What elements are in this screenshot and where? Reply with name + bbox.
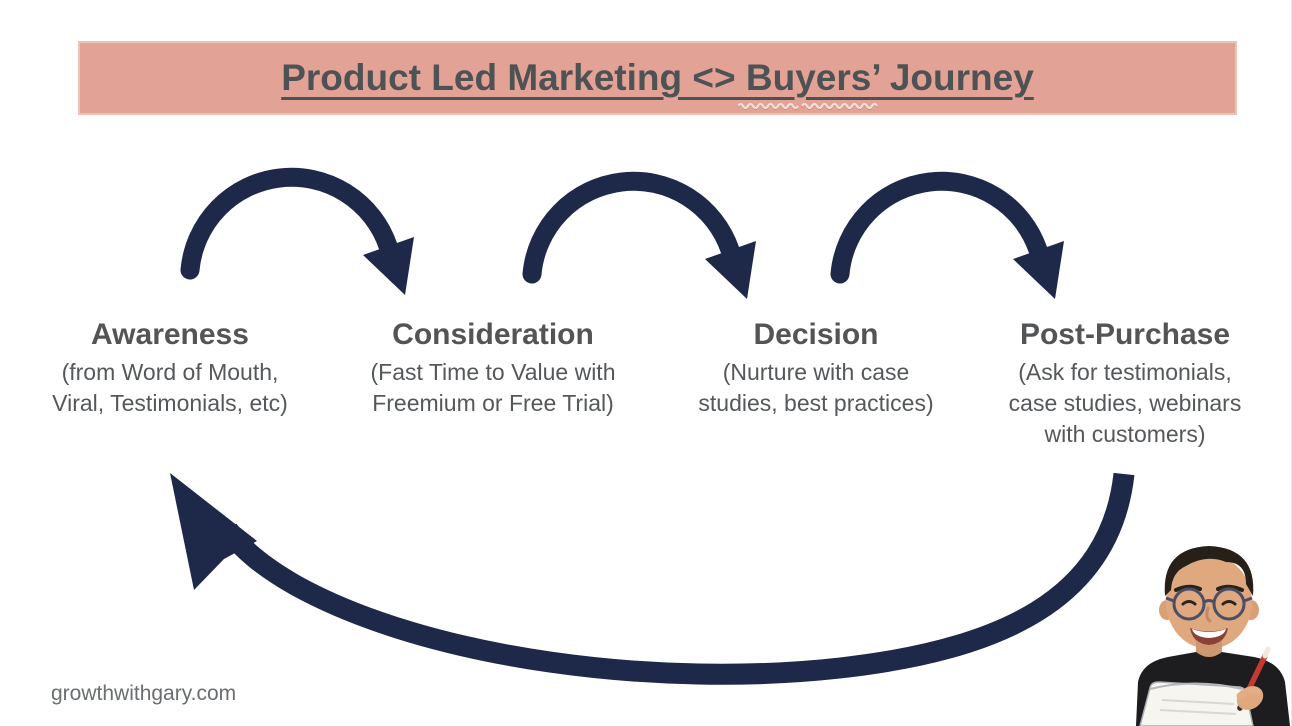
spellcheck-wavy-underline-icon [738,102,878,110]
loop-back-arrow-icon [170,472,1135,685]
arrow-decision-to-postpurchase-icon [840,181,1064,299]
footer-url: growthwithgary.com [51,682,237,705]
stage-title: Awareness [91,318,249,351]
notebook [1139,681,1254,726]
stage-column-consideration: Consideration (Fast Time to Value with F… [338,318,648,419]
arrow-awareness-to-consideration-icon [190,177,414,295]
glasses [1165,587,1253,621]
stage-column-decision: Decision (Nurture with case studies, bes… [661,318,971,419]
stage-column-awareness: Awareness (from Word of Mouth, Viral, Te… [15,318,325,419]
stage-description-line: Freemium or Free Trial) [372,390,614,416]
stage-description-line: case studies, webinars [1008,390,1242,416]
stage-title: Post-Purchase [1019,318,1231,351]
stage-description-line: (Nurture with case [722,359,910,385]
stage-description-line: (Ask for testimonials, [1018,359,1232,385]
title-banner: Product Led Marketing <> Buyers’ Journey [78,41,1237,115]
arrow-consideration-to-decision-icon [532,181,756,299]
stage-column-post-purchase: Post-Purchase (Ask for testimonials, cas… [970,318,1280,450]
stage-description-line: studies, best practices) [698,390,934,416]
stage-title: Consideration [392,318,594,351]
stage-description-line: Viral, Testimonials, etc) [52,390,288,416]
stage-description-line: (from Word of Mouth, [61,359,279,385]
stage-description-line: with customers) [1044,421,1206,447]
stage-title: Decision [753,318,879,351]
presenter-webcam [1136,546,1290,726]
stage-description-line: (Fast Time to Value with [370,359,616,385]
slide-title: Product Led Marketing <> Buyers’ Journey [281,57,1034,98]
